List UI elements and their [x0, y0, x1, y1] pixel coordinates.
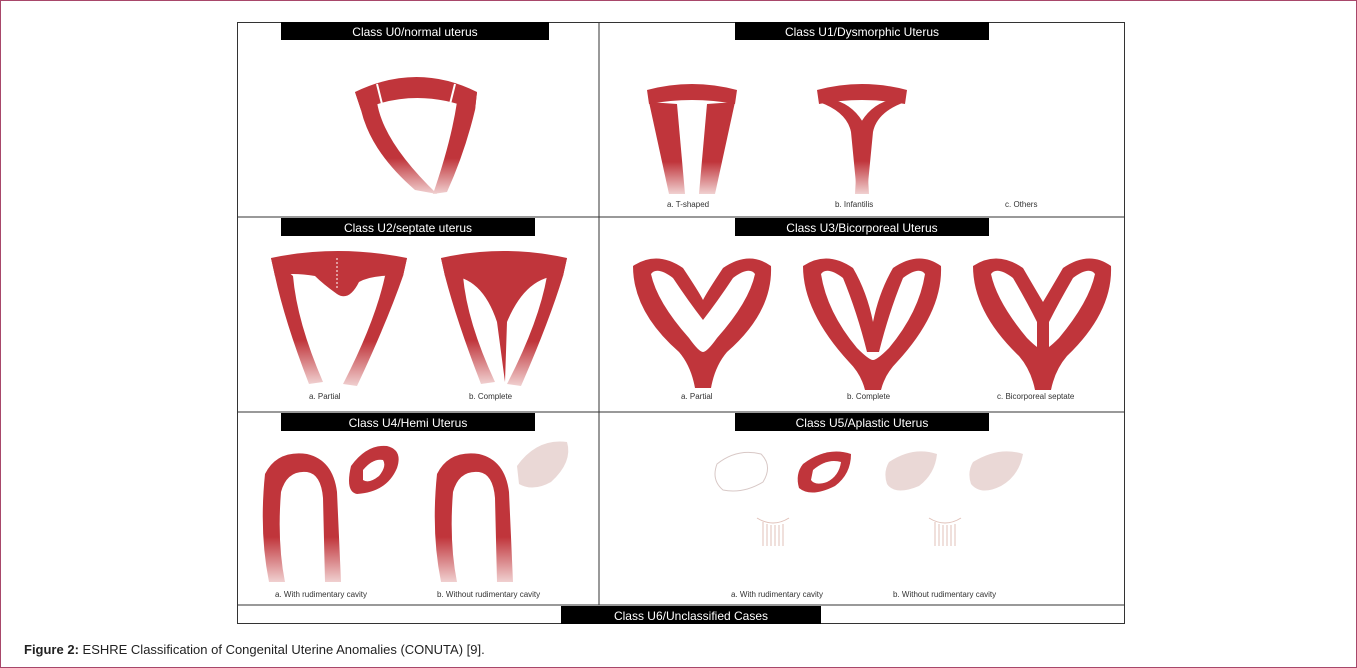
figure-caption: Figure 2: ESHRE Classification of Congen…	[24, 642, 485, 657]
u5-label-a: a. With rudimentary cavity	[731, 590, 823, 599]
figure-image: Class U0/normal uterus Class U1/Dysmorph…	[237, 22, 1125, 624]
u4-label-b: b. Without rudimentary cavity	[437, 590, 540, 599]
u3-label-a: a. Partial	[681, 392, 713, 401]
panel-u4-title: Class U4/Hemi Uterus	[281, 413, 535, 431]
panel-u3-title: Class U3/Bicorporeal Uterus	[735, 218, 989, 236]
svg-text:Class U2/septate uterus: Class U2/septate uterus	[344, 221, 472, 235]
u1-label-c: c. Others	[1005, 200, 1037, 209]
u2-label-a: a. Partial	[309, 392, 341, 401]
u3-label-c: c. Bicorporeal septate	[997, 392, 1075, 401]
panel-u5-title: Class U5/Aplastic Uterus	[735, 413, 989, 431]
u2-label-b: b. Complete	[469, 392, 513, 401]
svg-text:Class U1/Dysmorphic Uterus: Class U1/Dysmorphic Uterus	[785, 25, 939, 39]
svg-text:Class U0/normal uterus: Class U0/normal uterus	[352, 25, 477, 39]
svg-text:Class U4/Hemi Uterus: Class U4/Hemi Uterus	[349, 416, 468, 430]
u1-label-a: a. T-shaped	[667, 200, 709, 209]
svg-text:Class U5/Aplastic Uterus: Class U5/Aplastic Uterus	[796, 416, 929, 430]
panel-u6-title: Class U6/Unclassified Cases	[561, 606, 821, 624]
u4-label-a: a. With rudimentary cavity	[275, 590, 367, 599]
figure-caption-text: ESHRE Classification of Congenital Uteri…	[79, 642, 485, 657]
u5-label-b: b. Without rudimentary cavity	[893, 590, 996, 599]
svg-text:Class U3/Bicorporeal Uterus: Class U3/Bicorporeal Uterus	[786, 221, 937, 235]
panel-u0-title: Class U0/normal uterus	[281, 22, 549, 40]
panel-u2-title: Class U2/septate uterus	[281, 218, 535, 236]
panel-u1-title: Class U1/Dysmorphic Uterus	[735, 22, 989, 40]
u1-label-b: b. Infantilis	[835, 200, 873, 209]
figure-caption-label: Figure 2:	[24, 642, 79, 657]
svg-text:Class U6/Unclassified Cases: Class U6/Unclassified Cases	[614, 609, 768, 623]
u3-label-b: b. Complete	[847, 392, 891, 401]
